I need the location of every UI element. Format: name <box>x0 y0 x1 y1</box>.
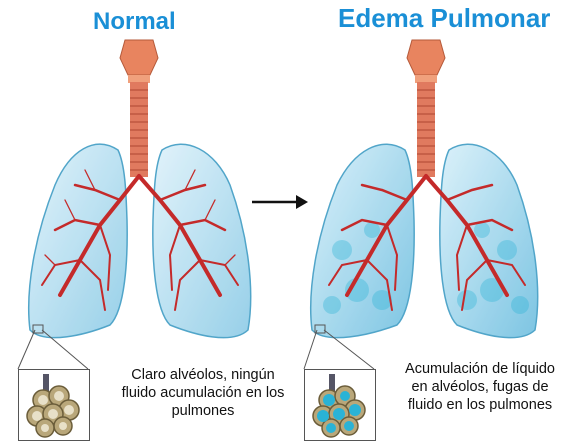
edema-lungs-illustration <box>282 0 564 380</box>
arrow-right-icon <box>250 192 310 212</box>
right-lung <box>153 144 251 337</box>
edema-caption: Acumulación de líquido en alvéolos, fuga… <box>396 360 564 414</box>
alveoli-inset-icon <box>305 370 375 440</box>
left-lung <box>29 144 127 337</box>
trachea <box>417 82 435 177</box>
normal-lungs-illustration <box>0 0 282 380</box>
edema-alveoli-inset <box>304 369 376 441</box>
trachea <box>130 82 148 177</box>
alveoli-inset-icon <box>19 370 89 440</box>
normal-caption: Claro alvéolos, ningún fluido acumulació… <box>118 366 288 420</box>
normal-alveoli-inset <box>18 369 90 441</box>
larynx <box>120 40 158 83</box>
larynx <box>407 40 445 83</box>
